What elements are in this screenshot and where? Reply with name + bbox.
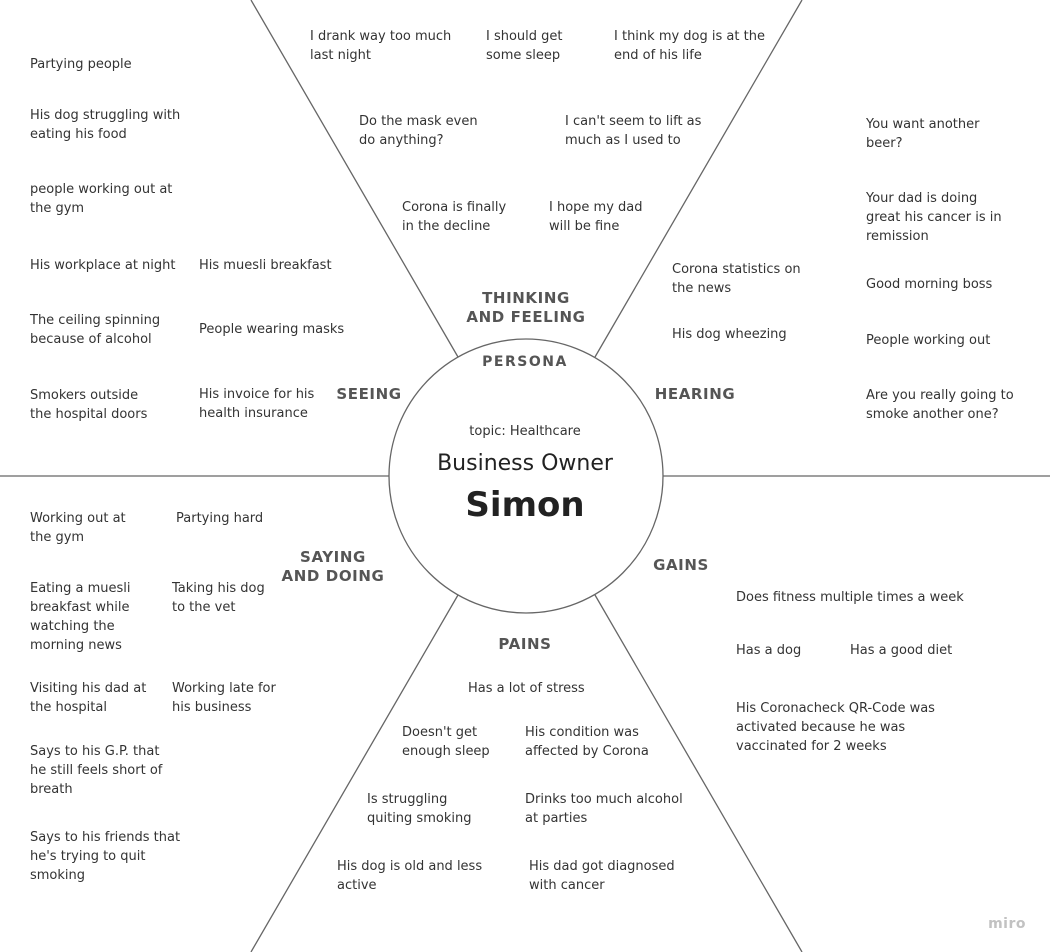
sticky-note[interactable]: His Coronacheck QR-Code was activated be… [736,701,935,754]
persona-topic: topic: Healthcare [469,424,581,439]
sticky-note[interactable]: His dad got diagnosed with cancer [529,859,675,893]
sticky-note[interactable]: The ceiling spinning because of alcohol [30,313,161,347]
sticky-note[interactable]: Says to his friends that he's trying to … [30,830,181,883]
persona-name: Simon [465,485,585,525]
persona-label: PERSONA [482,354,568,370]
divider-bottom-right [594,594,803,952]
sticky-note[interactable]: people working out at the gym [30,182,173,216]
sticky-note[interactable]: People wearing masks [199,322,345,337]
sticky-note[interactable]: His condition was affected by Corona [525,725,649,759]
sticky-note[interactable]: His dog wheezing [672,327,787,342]
sticky-note[interactable]: I think my dog is at the end of his life [614,29,765,63]
sticky-note[interactable]: Eating a muesli breakfast while watching… [30,581,131,653]
sticky-note[interactable]: Smokers outside the hospital doors [30,388,148,422]
section-pains: PAINS [498,635,552,653]
sticky-note[interactable]: Drinks too much alcohol at parties [525,792,683,826]
sticky-note[interactable]: His muesli breakfast [199,258,332,273]
sticky-note[interactable]: His invoice for his health insurance [199,387,315,421]
sticky-note[interactable]: You want another beer? [866,117,980,151]
miro-logo: miro [988,916,1026,932]
sticky-note[interactable]: Taking his dog to the vet [172,581,265,615]
sticky-note[interactable]: Partying hard [176,511,264,526]
section-seeing: SEEING [336,385,402,403]
sticky-note[interactable]: Corona statistics on the news [672,262,801,296]
sticky-note[interactable]: His dog is old and less active [337,859,483,893]
sticky-note[interactable]: I drank way too much last night [310,29,452,63]
sticky-note[interactable]: Does fitness multiple times a week [736,590,964,605]
divider-top-left [250,0,459,358]
sticky-note[interactable]: Visiting his dad at the hospital [30,681,147,715]
sticky-note[interactable]: Says to his G.P. that he still feels sho… [30,744,163,797]
sticky-note[interactable]: Partying people [30,57,132,72]
sticky-note[interactable]: His dog struggling with eating his food [30,108,181,142]
sticky-note[interactable]: Has a dog [736,643,802,658]
section-gains: GAINS [653,556,709,574]
sticky-note[interactable]: Corona is finally in the decline [402,200,507,234]
sticky-note[interactable]: Do the mask even do anything? [359,114,478,148]
sticky-note[interactable]: Is struggling quiting smoking [367,792,472,826]
sticky-note[interactable]: Doesn't get enough sleep [402,725,490,759]
section-saying-and-doing: SAYING AND DOING [281,548,385,585]
divider-bottom-left [250,594,459,952]
sticky-note[interactable]: I can't seem to lift as much as I used t… [565,114,702,148]
sticky-note[interactable]: Working late for his business [172,681,276,715]
sticky-note[interactable]: Has a good diet [850,643,953,658]
sticky-note[interactable]: Good morning boss [866,277,993,292]
section-hearing: HEARING [654,385,736,403]
persona-circle[interactable] [388,338,664,614]
divider-top-right [594,0,803,358]
sticky-note[interactable]: I hope my dad will be fine [549,200,643,234]
sticky-note[interactable]: Working out at the gym [30,511,126,545]
sticky-note[interactable]: I should get some sleep [486,29,563,63]
sticky-note[interactable]: People working out [866,333,991,348]
section-thinking-and-feeling: THINKING AND FEELING [466,289,586,326]
sticky-note[interactable]: Has a lot of stress [468,681,585,696]
sticky-note[interactable]: Are you really going to smoke another on… [866,388,1014,422]
sticky-note[interactable]: Your dad is doing great his cancer is in… [866,191,1002,244]
persona-role: Business Owner [437,451,613,476]
sticky-note[interactable]: His workplace at night [30,258,176,273]
